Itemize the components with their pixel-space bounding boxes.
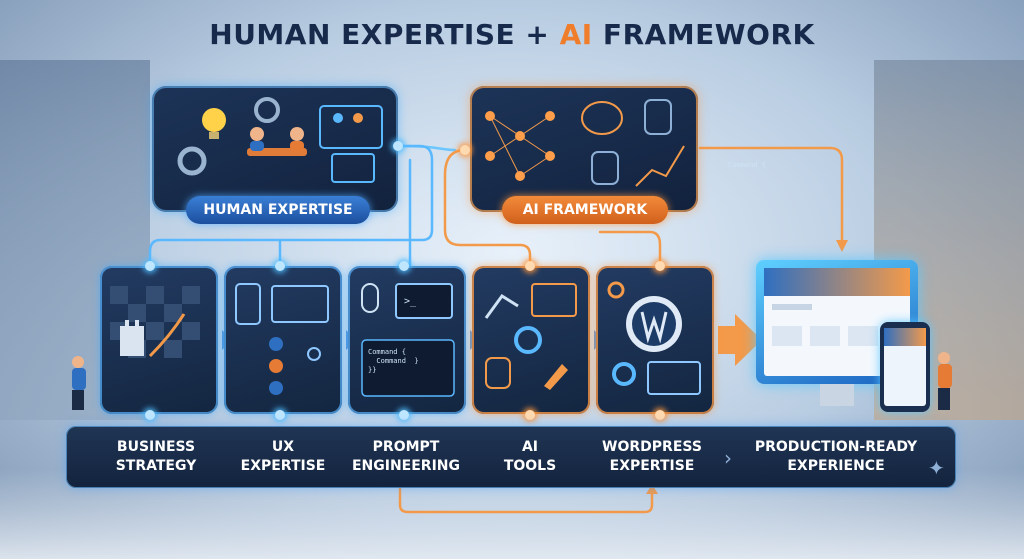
- database-icon-small: [591, 151, 619, 185]
- ai-tools-illustration: [484, 283, 577, 390]
- check-icon: [307, 347, 321, 361]
- code-snippet: Command { Command } }}: [368, 348, 419, 375]
- connector-ai-wordpress: [598, 230, 662, 268]
- robot-arm-icon: [484, 293, 519, 319]
- ai-framework-illustration: [485, 99, 685, 187]
- connector-dot: [275, 410, 285, 420]
- person-presenter-left: [72, 356, 86, 412]
- card-wordpress-expertise: [596, 266, 714, 414]
- website-hero: [764, 268, 910, 296]
- strategy-arrow-icon: [148, 313, 186, 358]
- site-window-icon: [647, 361, 701, 395]
- connector-dot: [399, 261, 409, 271]
- connector-human-strategy: [148, 144, 434, 268]
- stage-label-business-strategy: BUSINESS STRATEGY: [115, 439, 197, 474]
- floating-code-panel: Command {: [728, 152, 766, 170]
- ai-framework-panel: [470, 86, 698, 212]
- title-part-3: FRAMEWORK: [592, 18, 815, 51]
- flow-arrow-production: [718, 314, 762, 366]
- ai-framework-label: AI FRAMEWORK: [502, 196, 668, 224]
- connector-dot: [525, 410, 535, 420]
- code-line-1: Command {: [368, 348, 406, 356]
- arrow-bottom-loop: [646, 484, 658, 494]
- desktop-icon: [271, 285, 329, 323]
- ai-database-icon: [485, 357, 511, 389]
- monitor-icon: [331, 153, 375, 183]
- stage-label-production-ready: PRODUCTION-READY EXPERIENCE: [754, 439, 918, 474]
- connector-dot: [399, 410, 409, 420]
- human-expertise-illustration: [177, 97, 383, 183]
- team-screen-icon: [319, 105, 383, 149]
- connector-dot: [655, 261, 665, 271]
- terminal-prompt: >_: [404, 296, 417, 307]
- growth-chart-icon: [635, 145, 685, 187]
- settings-gear-icon: [607, 281, 625, 299]
- connector-dot: [525, 261, 535, 271]
- person-presenter-right: [938, 352, 952, 412]
- stage-label-ux-expertise: UX EXPERTISE: [240, 439, 326, 474]
- stage-label-ai-tools: AI TOOLS: [503, 439, 557, 474]
- phone-icon: [235, 283, 261, 325]
- card-prompt-engineering: >_ Command { Command } }}: [348, 266, 466, 414]
- stage-label-prompt-engineering: PROMPT ENGINEERING: [351, 439, 461, 474]
- chess-rook-icon: [120, 320, 144, 356]
- code-line-2: Command }: [368, 357, 419, 365]
- card-ai-tools: [472, 266, 590, 414]
- database-icon: [644, 99, 672, 135]
- lightbulb-icon: [202, 108, 226, 132]
- connector-ai-tools: [443, 148, 532, 268]
- card-business-strategy: [100, 266, 218, 414]
- title-accent: AI: [559, 18, 593, 51]
- gear-icon-large: [177, 146, 207, 176]
- rocket-icon: [544, 364, 568, 390]
- ai-gear-icon: [514, 326, 542, 354]
- code-editor-icon: [361, 339, 455, 397]
- prompt-illustration: [361, 283, 455, 397]
- monitor-stand: [820, 384, 854, 406]
- gear-icon: [254, 97, 280, 123]
- code-window-icon: [531, 283, 577, 317]
- production-phone: [880, 322, 930, 412]
- terminal-icon: [395, 283, 453, 319]
- connector-ai-production: [698, 146, 844, 242]
- human-expertise-panel: [152, 86, 398, 212]
- connector-dot: [460, 145, 470, 155]
- diagram-title: HUMAN EXPERTISE + AI FRAMEWORK: [0, 18, 1024, 51]
- connector-dot: [145, 410, 155, 420]
- stage-label-wordpress-expertise: WORDPRESS EXPERTISE: [602, 439, 702, 474]
- human-expertise-label: HUMAN EXPERTISE: [186, 196, 370, 224]
- sparkle-icon: ✦: [928, 456, 945, 480]
- stage-labels-bar: [66, 426, 956, 488]
- title-part-1: HUMAN EXPERTISE +: [209, 18, 560, 51]
- connector-dot: [393, 141, 403, 151]
- chessboard-icon: [110, 286, 200, 358]
- arrow-ai-production: [836, 240, 848, 252]
- connector-dot: [655, 410, 665, 420]
- connector-dot: [145, 261, 155, 271]
- connector-dot: [275, 261, 285, 271]
- brain-icon: [581, 101, 623, 135]
- wordpress-illustration: [607, 281, 701, 395]
- neural-network-icon: [485, 111, 555, 181]
- floating-code-line: Command {: [728, 161, 766, 169]
- card-ux-expertise: [224, 266, 342, 414]
- code-line-3: }}: [368, 366, 377, 374]
- microphone-icon: [361, 283, 379, 313]
- ux-illustration: [235, 283, 329, 395]
- chevron-right-icon: ›: [724, 446, 732, 470]
- connector-bottom-loop: [398, 486, 654, 514]
- wordpress-gear-icon: [612, 362, 636, 386]
